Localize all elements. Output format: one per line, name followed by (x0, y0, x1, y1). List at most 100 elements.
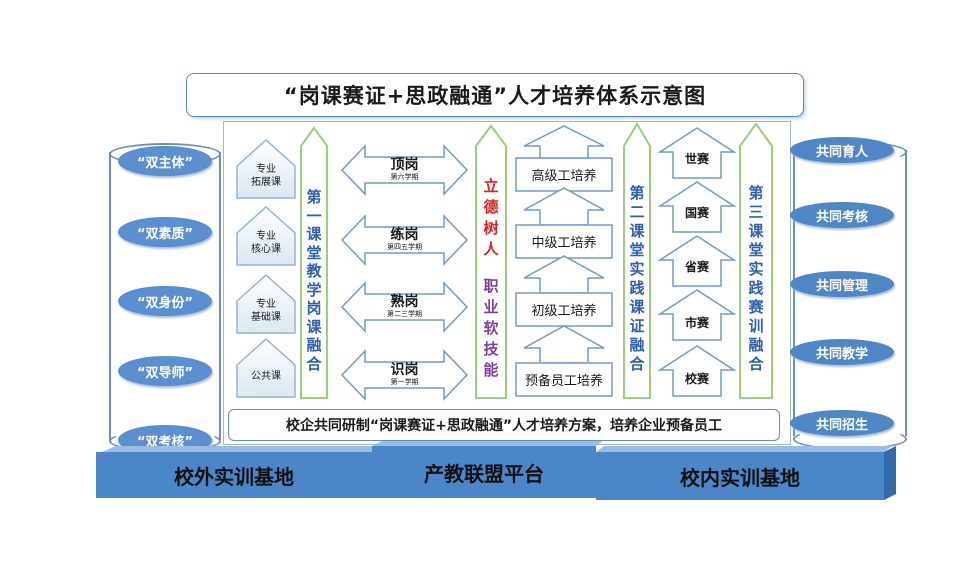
right-item-label: 共同教学 (815, 346, 868, 362)
contest-label-3: 市赛 (684, 316, 709, 330)
left-item-2: “双身份” (118, 286, 212, 316)
base-left-front (96, 452, 372, 498)
left-item-label: “双主体” (136, 155, 194, 171)
base-bars (96, 440, 896, 500)
right-item-label: 共同管理 (815, 278, 868, 294)
classroom3-arrow (739, 122, 773, 399)
classroom2-text: 第二课堂实践课证融合 (629, 184, 645, 373)
course-line2: 公共课 (251, 371, 281, 382)
base-right-label: 校内实训基地 (680, 465, 800, 490)
base-right-top (596, 446, 892, 452)
worker-box-3 (515, 362, 613, 397)
contest-arrow-3 (657, 289, 737, 341)
base-mid-front (372, 446, 596, 498)
contest-label-1: 国赛 (684, 206, 709, 220)
post-arrow-1 (340, 214, 469, 266)
classroom1-arrow (300, 126, 328, 399)
contest-label-0: 世赛 (684, 152, 709, 166)
left-item-1: “双素质” (118, 217, 212, 247)
right-item-4: 共同招生 (790, 410, 894, 436)
post-label-1: 练岗 第四五学期 (365, 227, 444, 252)
classroom1-label: 第一课堂教学岗课融合 (306, 188, 322, 373)
title-text: “岗课赛证+思政融通”人才培养体系示意图 (283, 84, 707, 108)
post-name: 练岗 (390, 227, 419, 243)
post-label-0: 顶岗 第六学期 (365, 157, 444, 182)
contest-arrow-0 (657, 127, 737, 179)
base-mid-label: 产教联盟平台 (424, 461, 544, 486)
contest-arrow-1 (657, 181, 737, 233)
base-mid-top (372, 440, 604, 446)
post-term: 第四五学期 (387, 243, 422, 251)
right-item-label: 共同招生 (815, 417, 868, 433)
right-item-3: 共同教学 (790, 339, 894, 365)
post-arrow-0 (340, 144, 469, 196)
course-pentagons (236, 138, 296, 398)
left-item-label: “双导师” (136, 365, 194, 381)
worker-arrows (515, 125, 613, 397)
base-left-top (102, 446, 377, 452)
right-item-0: 共同育人 (790, 137, 894, 163)
center-red-label: 立德树人 (483, 177, 499, 258)
worker-up-arrow-3 (523, 325, 605, 364)
contest-arrow-2 (657, 235, 737, 287)
plan-banner: 校企共同研制“岗课赛证+思政融通”人才培养方案，培养企业预备员工 (228, 409, 780, 441)
diagram-title: “岗课赛证+思政融通”人才培养体系示意图 (186, 73, 804, 117)
post-term: 第一学期 (390, 378, 419, 386)
post-name: 识岗 (390, 362, 419, 378)
course-line1: 专业 (256, 299, 276, 310)
course-line1: 专业 (256, 231, 276, 242)
base-right-side (884, 446, 896, 500)
left-item-label: “双考核” (136, 434, 194, 450)
post-label-2: 熟岗 第二三学期 (365, 294, 444, 319)
worker-label-1: 中级工培养 (531, 236, 597, 251)
post-arrow-3 (340, 349, 469, 401)
course-pentagon-1 (236, 205, 296, 266)
left-cylinder (109, 152, 221, 440)
right-cylinder (793, 150, 907, 436)
post-term: 第二三学期 (387, 310, 422, 318)
course-label-1: 专业 核心课 (237, 230, 295, 256)
course-label-3: 公共课 (237, 370, 295, 383)
post-name: 熟岗 (390, 294, 419, 310)
course-label-2: 专业 基础课 (237, 298, 295, 324)
center-arrow (475, 124, 507, 399)
plan-text: 校企共同研制“岗课赛证+思政融通”人才培养方案，培养企业预备员工 (285, 418, 723, 434)
right-item-label: 共同考核 (815, 209, 868, 225)
worker-top-arrow (523, 125, 605, 159)
post-term: 第六学期 (390, 173, 419, 181)
contest-label-2: 省赛 (684, 260, 709, 274)
left-item-label: “双素质” (136, 226, 194, 242)
course-pentagon-2 (236, 273, 296, 334)
classroom2-arrow (623, 122, 651, 399)
worker-up-arrow-1 (523, 187, 605, 226)
base-right-front (596, 452, 884, 500)
classroom3-label: 第三课堂实践赛训融合 (745, 184, 767, 374)
worker-box-1 (515, 224, 613, 259)
left-item-label: “双身份” (136, 295, 194, 311)
worker-up-arrow-2 (523, 255, 605, 294)
contest-arrows (657, 127, 737, 397)
worker-label-3: 预备员工培养 (524, 374, 603, 389)
right-item-1: 共同考核 (790, 202, 894, 228)
contest-label-4: 校赛 (684, 372, 709, 386)
post-arrows (340, 144, 469, 401)
left-item-3: “双导师” (118, 356, 212, 386)
post-name: 顶岗 (390, 157, 419, 173)
center-purple-label: 职业软技能 (483, 277, 499, 379)
course-pentagon-3 (236, 337, 296, 398)
classroom2-label: 第二课堂实践课证融合 (626, 184, 648, 374)
course-line2: 拓展课 (251, 177, 281, 188)
left-item-0: “双主体” (118, 146, 212, 176)
worker-label-0: 高级工培养 (531, 169, 597, 184)
contest-arrow-4 (657, 345, 737, 397)
course-pentagon-0 (236, 138, 296, 199)
post-arrow-2 (340, 281, 469, 333)
course-line1: 专业 (256, 164, 276, 175)
classroom3-text: 第三课堂实践赛训融合 (748, 184, 764, 373)
course-line2: 核心课 (251, 244, 281, 255)
course-line2: 基础课 (251, 312, 281, 323)
worker-label-2: 初级工培养 (531, 304, 597, 319)
post-label-3: 识岗 第一学期 (365, 362, 444, 387)
right-item-2: 共同管理 (790, 271, 894, 297)
